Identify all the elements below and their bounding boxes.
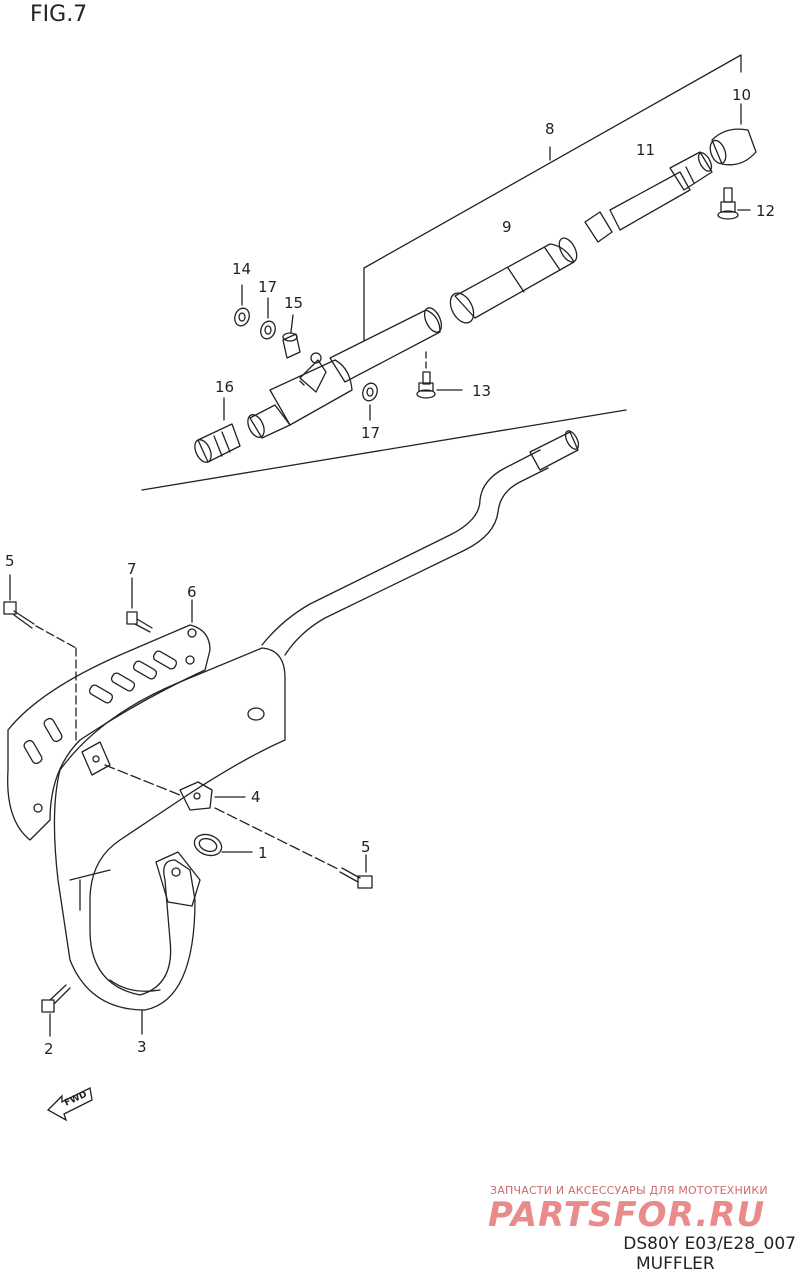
diagram-name: MUFFLER [636, 1254, 715, 1274]
grommet-16 [194, 423, 241, 463]
callout-4: 4 [251, 788, 261, 806]
explode-outline [141, 409, 627, 491]
tail-pipe [261, 430, 580, 656]
gasket-1 [193, 833, 223, 857]
callout-11: 11 [636, 141, 655, 159]
watermark-subtitle: ЗАПЧАСТИ И АКСЕССУАРЫ ДЛЯ МОТОТЕХНИКИ [490, 1184, 768, 1197]
spark-arrester-11 [584, 151, 713, 243]
silencer-pipe [247, 307, 443, 439]
bracket-4 [179, 781, 213, 811]
exhaust-flange [155, 851, 201, 907]
figure-title: FIG.7 [30, 2, 88, 27]
mount-boss [81, 741, 111, 776]
end-cap-10 [709, 128, 757, 166]
callout-12: 12 [756, 202, 775, 220]
diagram-code: DS80Y E03/E28_007 [623, 1234, 796, 1254]
muffler-body [53, 647, 286, 1011]
callout-9: 9 [502, 218, 512, 236]
callout-1: 1 [258, 844, 268, 862]
callout-5a: 5 [5, 552, 15, 570]
callout-14: 14 [232, 260, 251, 278]
callout-16: 16 [215, 378, 234, 396]
bolt-5b [339, 867, 373, 889]
fwd-arrow: FWD [46, 1087, 93, 1122]
callout-6: 6 [187, 583, 197, 601]
heat-guard [7, 624, 211, 841]
callout-8: 8 [545, 120, 555, 138]
washer-17a [260, 320, 276, 340]
washer-17b [362, 382, 378, 402]
bolt-13 [416, 351, 436, 399]
bracket-line-top [363, 54, 742, 269]
bolt-5a [3, 601, 35, 629]
callout-17b: 17 [361, 424, 380, 442]
callout-13: 13 [472, 382, 491, 400]
bolt-2 [41, 984, 71, 1013]
callout-7: 7 [127, 560, 137, 578]
callout-labels: 1 2 3 4 5 5 6 7 8 9 10 11 12 13 14 15 16… [5, 86, 775, 1058]
bolt-7 [126, 611, 153, 633]
callout-10: 10 [732, 86, 751, 104]
inner-tube-9 [449, 237, 578, 324]
callout-3: 3 [137, 1038, 147, 1056]
bolt-12 [717, 187, 739, 220]
watermark-logo: PARTSFOR.RU [488, 1195, 766, 1235]
callout-5b: 5 [361, 838, 371, 856]
washer-14 [234, 307, 250, 327]
callout-2: 2 [44, 1040, 54, 1058]
collar-15 [282, 332, 301, 359]
callout-17a: 17 [258, 278, 277, 296]
callout-15: 15 [284, 294, 303, 312]
